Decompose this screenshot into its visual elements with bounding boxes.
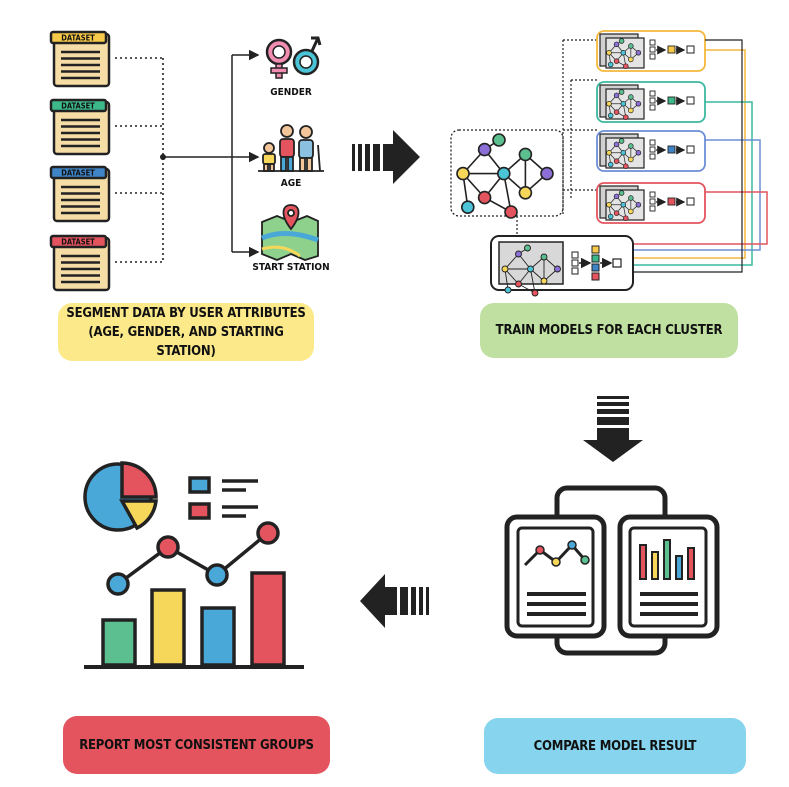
cluster-model-stack — [596, 30, 706, 224]
segment-caption: SEGMENT DATA BY USER ATTRIBUTES (AGE, GE… — [58, 303, 314, 361]
dataset-stack: DATASET DATASET DATASET DATASET — [49, 30, 111, 292]
cluster-model-box — [596, 130, 706, 172]
segment-caption-line2: (AGE, GENDER, AND STARTING STATION) — [88, 324, 284, 359]
dataset-document-icon: DATASET — [49, 30, 111, 88]
age-label: AGE — [281, 178, 302, 189]
neural-network-icon — [456, 133, 554, 219]
feedback-lines — [633, 39, 768, 273]
dataset-connectors — [115, 57, 232, 263]
arrow-left-icon — [360, 574, 429, 628]
clipboard-charts-icon — [504, 485, 720, 656]
family-ages-icon — [258, 124, 324, 172]
cluster-model-box — [596, 81, 706, 123]
dataset-label: DATASET — [61, 169, 95, 178]
segment-caption-line1: SEGMENT DATA BY USER ATTRIBUTES — [66, 305, 306, 321]
network-group-box — [450, 129, 564, 217]
ensemble-model-box — [490, 235, 634, 297]
dataset-document-icon: DATASET — [49, 234, 111, 292]
train-caption: TRAIN MODELS FOR EACH CLUSTER — [480, 303, 738, 358]
start-station-label: START STATION — [252, 262, 329, 273]
attribute-branches — [231, 49, 260, 258]
analytics-report-icon — [83, 461, 304, 669]
report-caption: REPORT MOST CONSISTENT GROUPS — [63, 716, 330, 774]
gender-symbols-icon — [265, 36, 322, 79]
dataset-label: DATASET — [61, 102, 95, 111]
compare-caption: COMPARE MODEL RESULT — [484, 718, 746, 774]
dataset-label: DATASET — [61, 34, 95, 43]
dataset-label: DATASET — [61, 238, 95, 247]
cluster-model-box — [596, 30, 706, 72]
dataset-document-icon: DATASET — [49, 98, 111, 156]
dataset-document-icon: DATASET — [49, 165, 111, 223]
arrow-right-icon — [352, 130, 420, 184]
cluster-connectors — [516, 39, 598, 238]
hub-dot — [160, 154, 166, 160]
cluster-model-box — [596, 182, 706, 224]
map-pin-icon — [261, 204, 319, 261]
arrow-down-icon — [583, 396, 643, 462]
gender-label: GENDER — [270, 87, 312, 98]
